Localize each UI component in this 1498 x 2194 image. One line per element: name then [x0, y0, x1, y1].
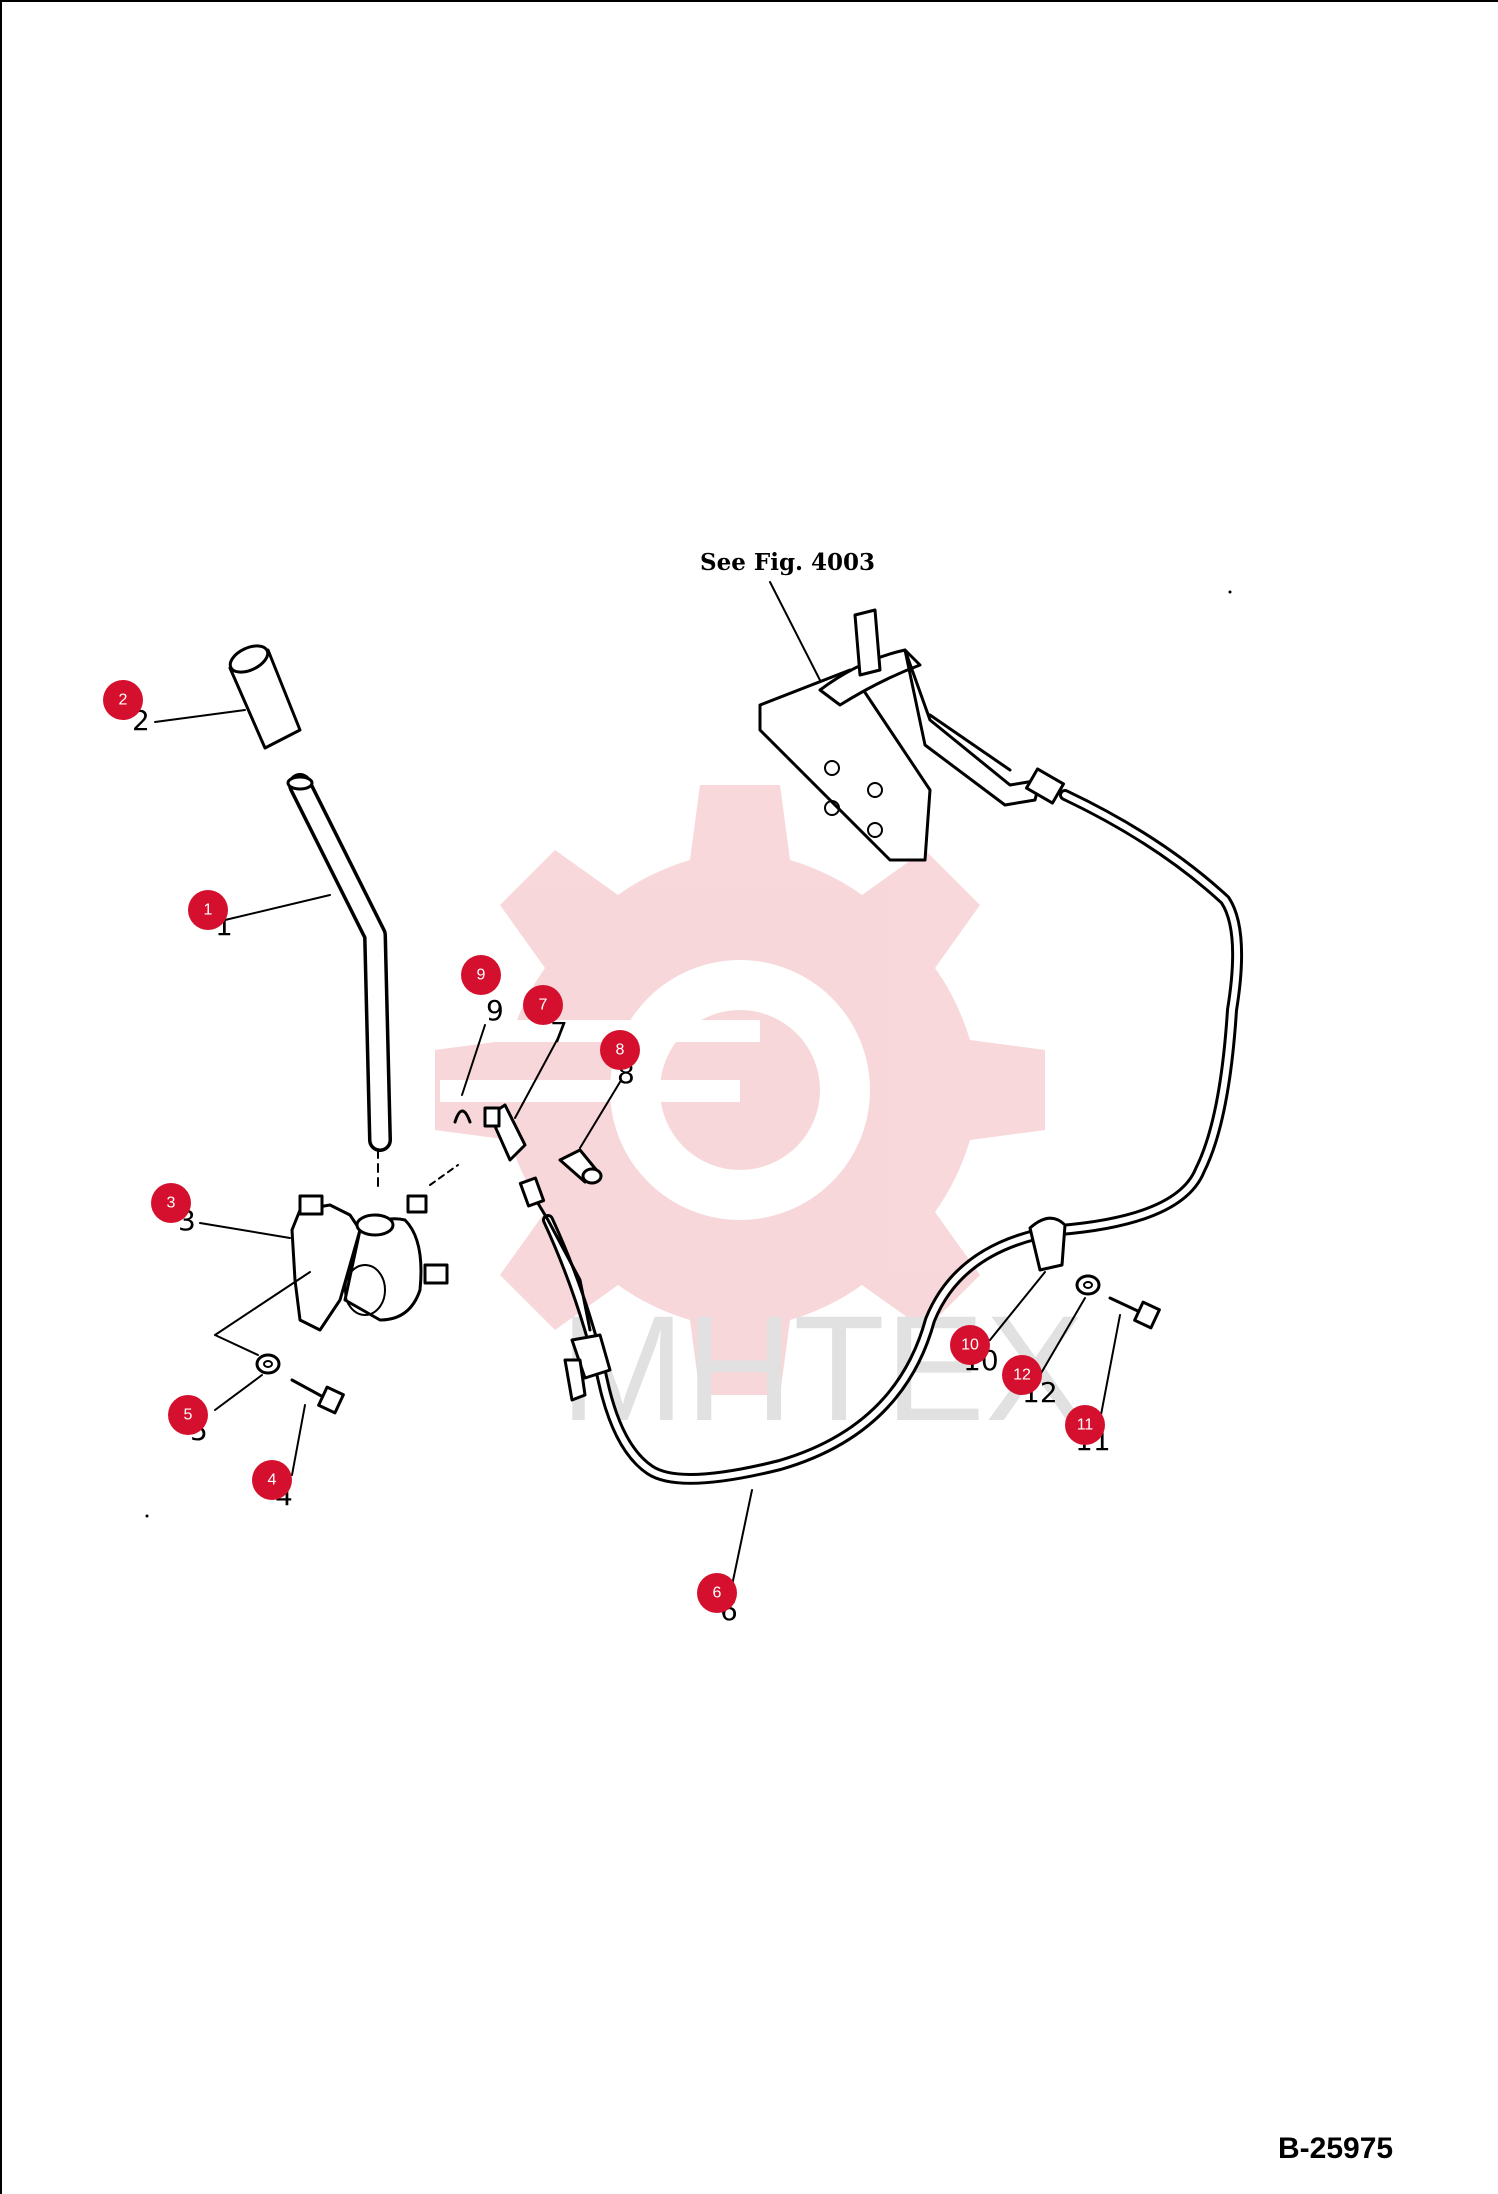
svg-text:5: 5 [184, 1407, 193, 1424]
reference-label: See Fig. 4003 [700, 549, 875, 576]
svg-text:7: 7 [539, 997, 548, 1014]
callout-5[interactable]: 5 [168, 1395, 208, 1435]
lever [286, 773, 392, 1191]
washer-12 [1075, 1274, 1101, 1296]
svg-text:6: 6 [713, 1585, 722, 1602]
pin [558, 1148, 603, 1185]
drawing-number-9: 9 [486, 994, 504, 1027]
watermark-stripe-2 [440, 1080, 740, 1102]
svg-text:11: 11 [1077, 1417, 1094, 1434]
callout-3[interactable]: 3 [151, 1183, 191, 1223]
callout-11[interactable]: 11 [1065, 1405, 1105, 1445]
callout-12[interactable]: 12 [1002, 1355, 1042, 1395]
svg-text:1: 1 [204, 902, 213, 919]
washer-5 [255, 1353, 281, 1375]
callout-7[interactable]: 7 [523, 985, 563, 1025]
svg-text:12: 12 [1013, 1367, 1031, 1384]
callout-10[interactable]: 10 [950, 1325, 990, 1365]
watermark: MHTEX [435, 785, 1085, 1452]
svg-text:3: 3 [167, 1195, 176, 1212]
svg-text:10: 10 [961, 1337, 979, 1354]
callout-4[interactable]: 4 [252, 1460, 292, 1500]
bolt-11 [1108, 1296, 1161, 1330]
callout-9[interactable]: 9 [461, 955, 501, 995]
control-cable [518, 789, 1244, 1485]
callout-6[interactable]: 6 [697, 1573, 737, 1613]
bolt-4 [290, 1378, 345, 1415]
callout-8[interactable]: 8 [600, 1030, 640, 1070]
clamp [1028, 1216, 1067, 1272]
drawing-number-7: 7 [550, 1016, 568, 1049]
callout-1[interactable]: 1 [188, 890, 228, 930]
clip [453, 1109, 472, 1124]
speck [1228, 590, 1232, 594]
callout-2[interactable]: 2 [103, 680, 143, 720]
bracket-assembly [758, 608, 1065, 862]
cable-joint [483, 1103, 527, 1162]
svg-text:9: 9 [477, 967, 486, 984]
watermark-stripe-1 [440, 1020, 760, 1042]
svg-text:2: 2 [119, 692, 128, 709]
leader-lines [154, 709, 1121, 1596]
reference-leader-line [769, 581, 826, 691]
svg-text:8: 8 [616, 1042, 625, 1059]
watermark-text: MHTEX [560, 1284, 1085, 1452]
lever-bracket [290, 1164, 459, 1332]
speck [145, 1514, 149, 1518]
lever-grip [228, 644, 302, 750]
figure-code: B-25975 [1278, 2132, 1393, 2165]
svg-text:4: 4 [268, 1472, 277, 1489]
